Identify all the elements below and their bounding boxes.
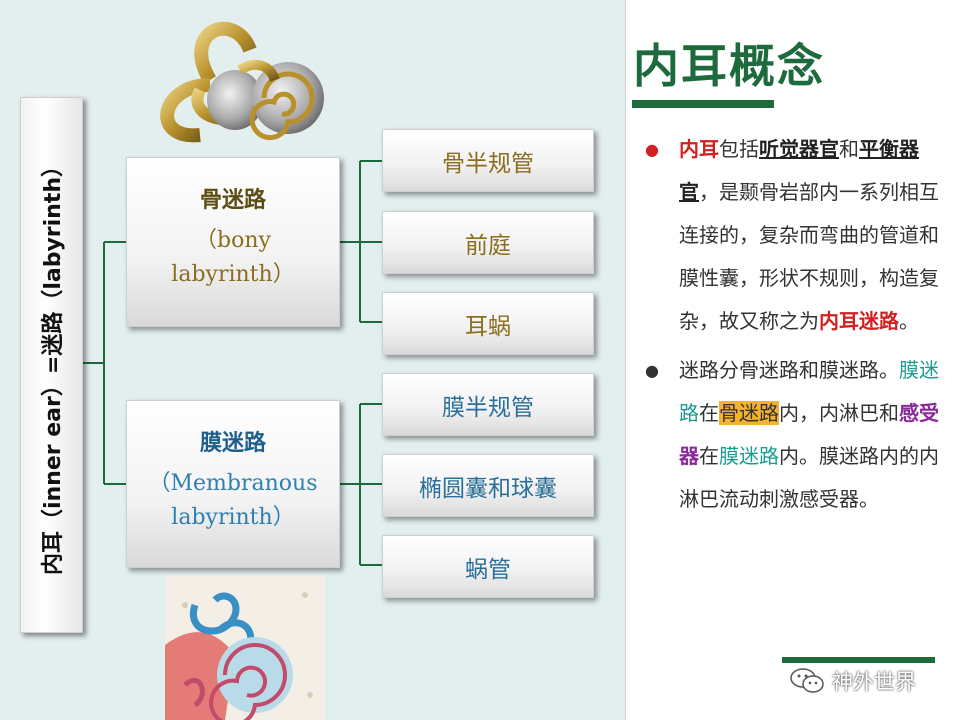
wechat-icon: [790, 668, 824, 693]
bullet-dot: ●: [645, 140, 659, 159]
title-underline: [632, 100, 774, 108]
watermark-bar: [782, 657, 935, 663]
membranous-labyrinth-node: 膜迷路 （Membranous labyrinth）: [126, 400, 340, 568]
bullet-list: ● 内耳包括听觉器官和平衡器官，是颞骨岩部内一系列相互连接的，复杂而弯曲的管道和…: [645, 128, 945, 521]
membranous-labyrinth-illustration: [165, 575, 325, 720]
watermark-text: 神外世界: [832, 670, 916, 694]
bullet-dot: ●: [645, 361, 659, 380]
watermark: 神外世界: [790, 666, 916, 696]
leaf-cochlear-duct: 蜗管: [382, 535, 594, 598]
leaf-cochlea: 耳蜗: [382, 292, 594, 355]
bullet-1-text: 内耳包括听觉器官和平衡器官，是颞骨岩部内一系列相互连接的，复杂而弯曲的管道和膜性…: [679, 137, 939, 333]
leaf-semicircular-ducts: 膜半规管: [382, 373, 594, 436]
root-node: 内耳（inner ear）=迷路（labyrinth）: [20, 97, 83, 633]
connector-lines: [83, 160, 382, 566]
membranous-subtitle-line1: （Membranous: [148, 471, 318, 496]
bullet-1: ● 内耳包括听觉器官和平衡器官，是颞骨岩部内一系列相互连接的，复杂而弯曲的管道和…: [645, 128, 945, 343]
leaf-vestibule: 前庭: [382, 211, 594, 274]
bony-connector: [340, 160, 382, 323]
root-label: 内耳（inner ear）=迷路（labyrinth）: [41, 154, 67, 576]
bony-labyrinth-node: 骨迷路 （bony labyrinth）: [126, 157, 340, 327]
bullet-2-text: 迷路分骨迷路和膜迷路。膜迷路在骨迷路内，内淋巴和感受器在膜迷路内。膜迷路内的内淋…: [679, 358, 939, 511]
panel-divider: [625, 0, 626, 720]
leaf-utricle-saccule: 椭圆囊和球囊: [382, 454, 594, 517]
bony-title: 骨迷路: [199, 187, 266, 213]
membranous-subtitle-line2: labyrinth）: [171, 505, 295, 530]
bullet-2: ● 迷路分骨迷路和膜迷路。膜迷路在骨迷路内，内淋巴和感受器在膜迷路内。膜迷路内的…: [645, 349, 945, 521]
membranous-title: 膜迷路: [199, 430, 266, 456]
membranous-connector: [340, 403, 382, 566]
bony-labyrinth-illustration: [160, 21, 324, 143]
leaf-bony-semicircular-canals: 骨半规管: [382, 129, 594, 192]
root-connector: [83, 241, 126, 485]
bony-subtitle-line1: （bony: [195, 228, 271, 253]
bony-subtitle-line2: labyrinth）: [171, 262, 295, 287]
panel-title: 内耳概念: [633, 39, 825, 93]
